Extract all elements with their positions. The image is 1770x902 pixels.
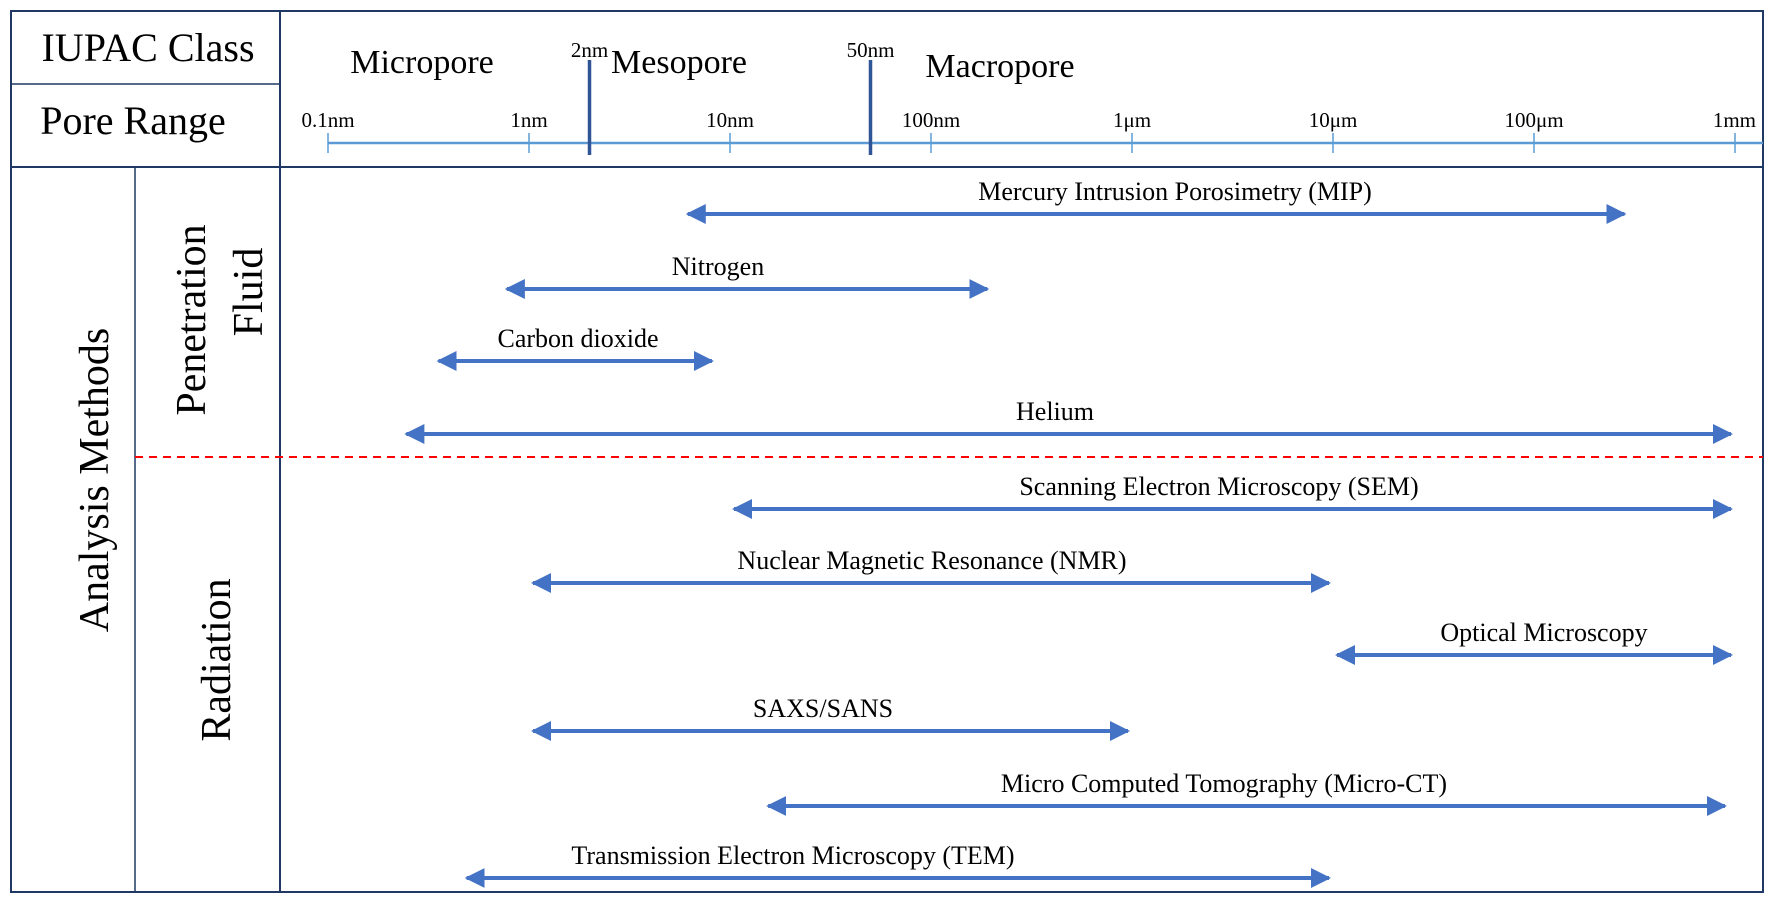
axis-tick-label: 100μm	[1504, 108, 1563, 132]
axis-tick-label: 10μm	[1309, 108, 1358, 132]
axis-tick-label: 0.1nm	[301, 108, 354, 132]
method-row: Carbon dioxide	[436, 324, 714, 371]
method-label: Helium	[1016, 397, 1094, 426]
method-row: Micro Computed Tomography (Micro-CT)	[766, 769, 1727, 816]
method-row: Mercury Intrusion Porosimetry (MIP)	[685, 177, 1627, 224]
pore-range-label: Pore Range	[40, 98, 226, 143]
method-label: Scanning Electron Microscopy (SEM)	[1019, 472, 1418, 501]
method-row: Transmission Electron Microscopy (TEM)	[464, 841, 1331, 888]
method-label: SAXS/SANS	[753, 694, 893, 723]
axis-tick-label: 100nm	[902, 108, 960, 132]
method-row: Helium	[404, 397, 1733, 444]
method-label: Nitrogen	[672, 252, 764, 281]
method-label: Micro Computed Tomography (Micro-CT)	[1001, 769, 1447, 798]
iupac-class-name: Mesopore	[611, 44, 747, 81]
penetration-fluid-label-line1: Penetration	[169, 224, 215, 415]
method-arrows: Mercury Intrusion Porosimetry (MIP) Nitro…	[404, 177, 1733, 888]
method-row: Scanning Electron Microscopy (SEM)	[732, 472, 1733, 519]
axis-tick-label: 1μm	[1113, 108, 1151, 132]
axis-tick-label: 1mm	[1713, 108, 1756, 132]
method-label: Transmission Electron Microscopy (TEM)	[571, 841, 1014, 870]
iupac-class-name: Macropore	[925, 48, 1074, 85]
method-label: Mercury Intrusion Porosimetry (MIP)	[978, 177, 1372, 206]
method-label: Nuclear Magnetic Resonance (NMR)	[737, 546, 1126, 575]
iupac-class-label: IUPAC Class	[41, 25, 254, 70]
method-row: SAXS/SANS	[531, 694, 1130, 741]
axis-tick-label: 10nm	[706, 108, 754, 132]
pore-range-axis: 0.1nm 1nm 10nm 100nm 1μm 10μm 100μm 1mm	[301, 108, 1763, 153]
axis-tick-label: 1nm	[510, 108, 547, 132]
iupac-class-name: Micropore	[350, 44, 494, 81]
method-label: Optical Microscopy	[1440, 618, 1647, 647]
class-boundary-label: 2nm	[571, 38, 608, 62]
class-boundary-label: 50nm	[847, 38, 895, 62]
method-row: Nuclear Magnetic Resonance (NMR)	[531, 546, 1331, 593]
radiation-label: Radiation	[194, 578, 240, 741]
method-row: Nitrogen	[504, 252, 990, 299]
analysis-methods-label: Analysis Methods	[72, 328, 118, 633]
method-label: Carbon dioxide	[497, 324, 658, 353]
table-frame	[10, 10, 1764, 893]
iupac-classes: 2nm 50nm Micropore Mesopore Macropore	[350, 38, 1075, 155]
method-row: Optical Microscopy	[1335, 618, 1733, 665]
penetration-fluid-label-line2: Fluid	[226, 248, 272, 337]
